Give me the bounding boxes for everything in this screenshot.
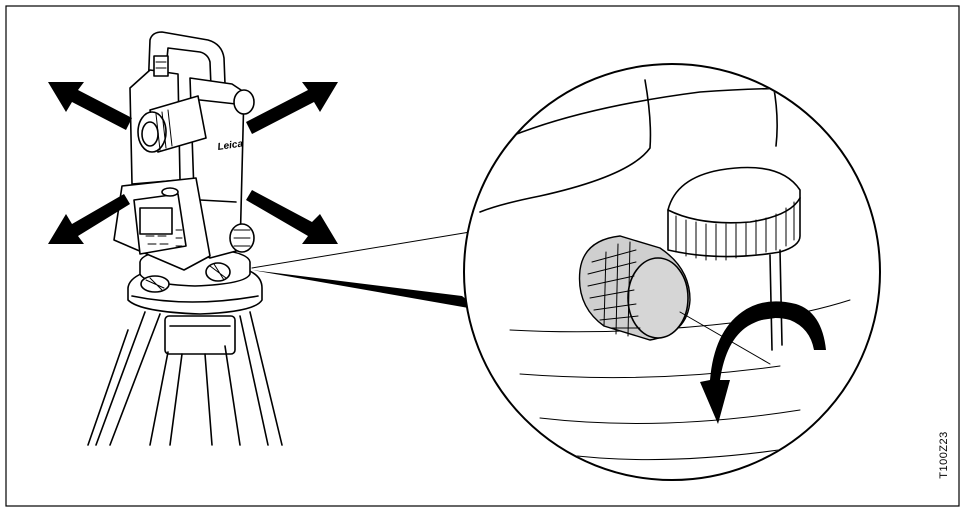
figure-code-label: T100Z23: [938, 431, 950, 479]
figure-frame: [5, 5, 960, 507]
callout-pointer: [251, 231, 480, 310]
brand-label: Leica: [217, 138, 244, 153]
theodolite: [113, 31, 255, 271]
figure-code: T100Z23: [937, 410, 951, 500]
detail-magnifier: [463, 63, 881, 481]
movement-arrows: [48, 82, 338, 244]
tripod: [87, 265, 283, 446]
